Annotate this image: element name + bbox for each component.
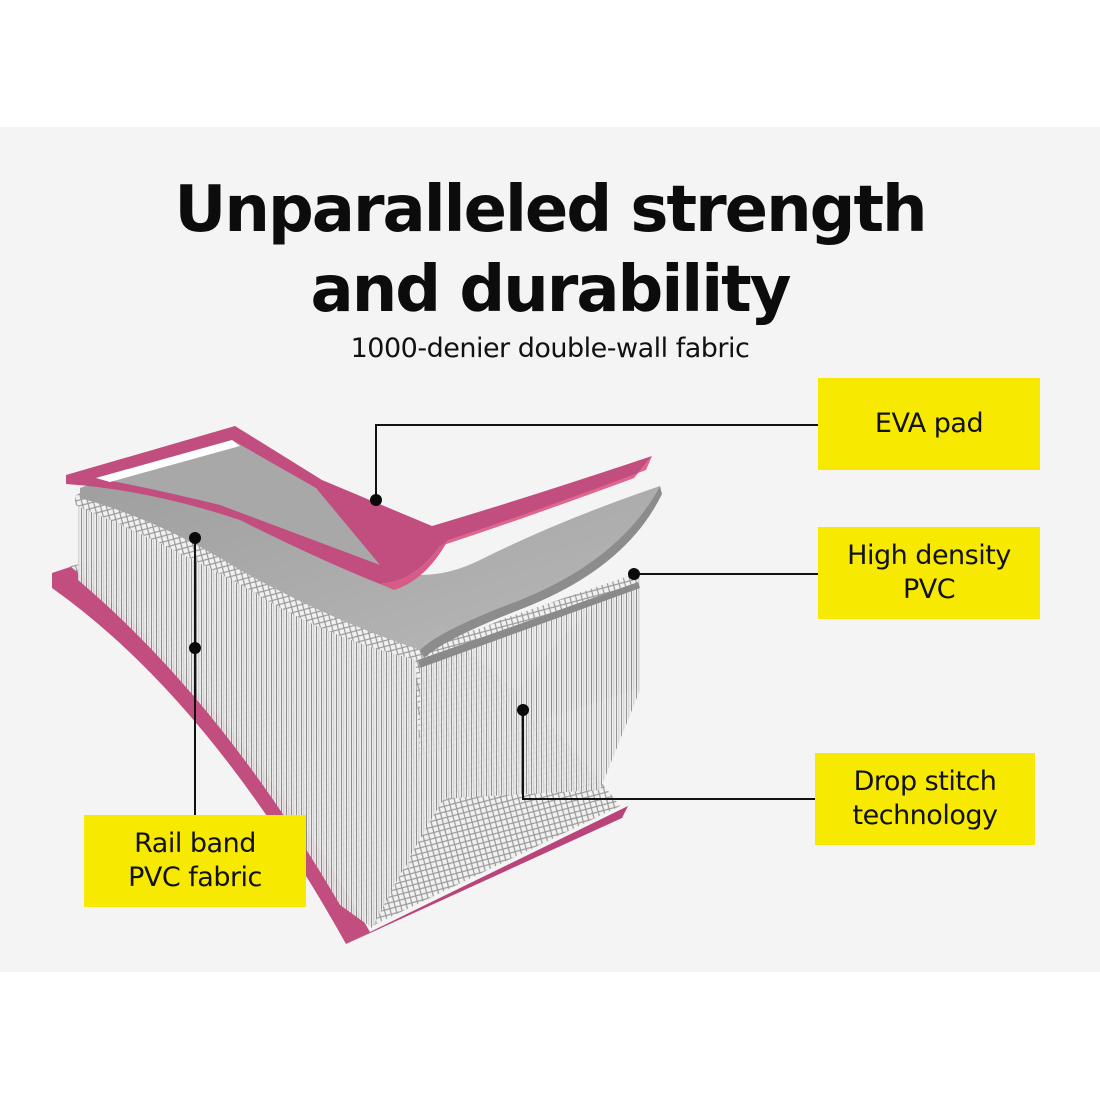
headline-line-1: Unparalleled strength <box>174 173 927 247</box>
label-drop-stitch: Drop stitch technology <box>815 753 1035 845</box>
headline-line-2: and durability <box>310 253 792 327</box>
label-high-density-pvc-line1: High density <box>847 540 1011 571</box>
label-eva-pad: EVA pad <box>818 378 1040 470</box>
eva-pad-dot <box>370 494 382 506</box>
label-high-density-pvc: High density PVC <box>818 527 1040 619</box>
label-rail-band-line2: PVC fabric <box>128 862 262 893</box>
high-density-pvc-dot <box>628 568 640 580</box>
drop-stitch-dot <box>517 704 529 716</box>
label-eva-pad-text: EVA pad <box>874 408 984 439</box>
label-drop-stitch-line1: Drop stitch <box>853 766 997 797</box>
leader-dots <box>189 494 640 716</box>
leader-lines <box>194 424 818 815</box>
top-rail-band <box>66 426 652 590</box>
label-rail-band-line1: Rail band <box>134 828 256 859</box>
rail-band-dot-bottom <box>189 642 201 654</box>
label-rail-band: Rail band PVC fabric <box>84 815 306 907</box>
eva-pad-leader <box>375 424 818 500</box>
subtitle: 1000-denier double-wall fabric <box>350 333 750 364</box>
drop-stitch-leader <box>522 710 815 800</box>
rail-band-dot-top <box>189 532 201 544</box>
label-high-density-pvc-line2: PVC <box>902 574 956 605</box>
label-drop-stitch-line2: technology <box>852 800 998 831</box>
